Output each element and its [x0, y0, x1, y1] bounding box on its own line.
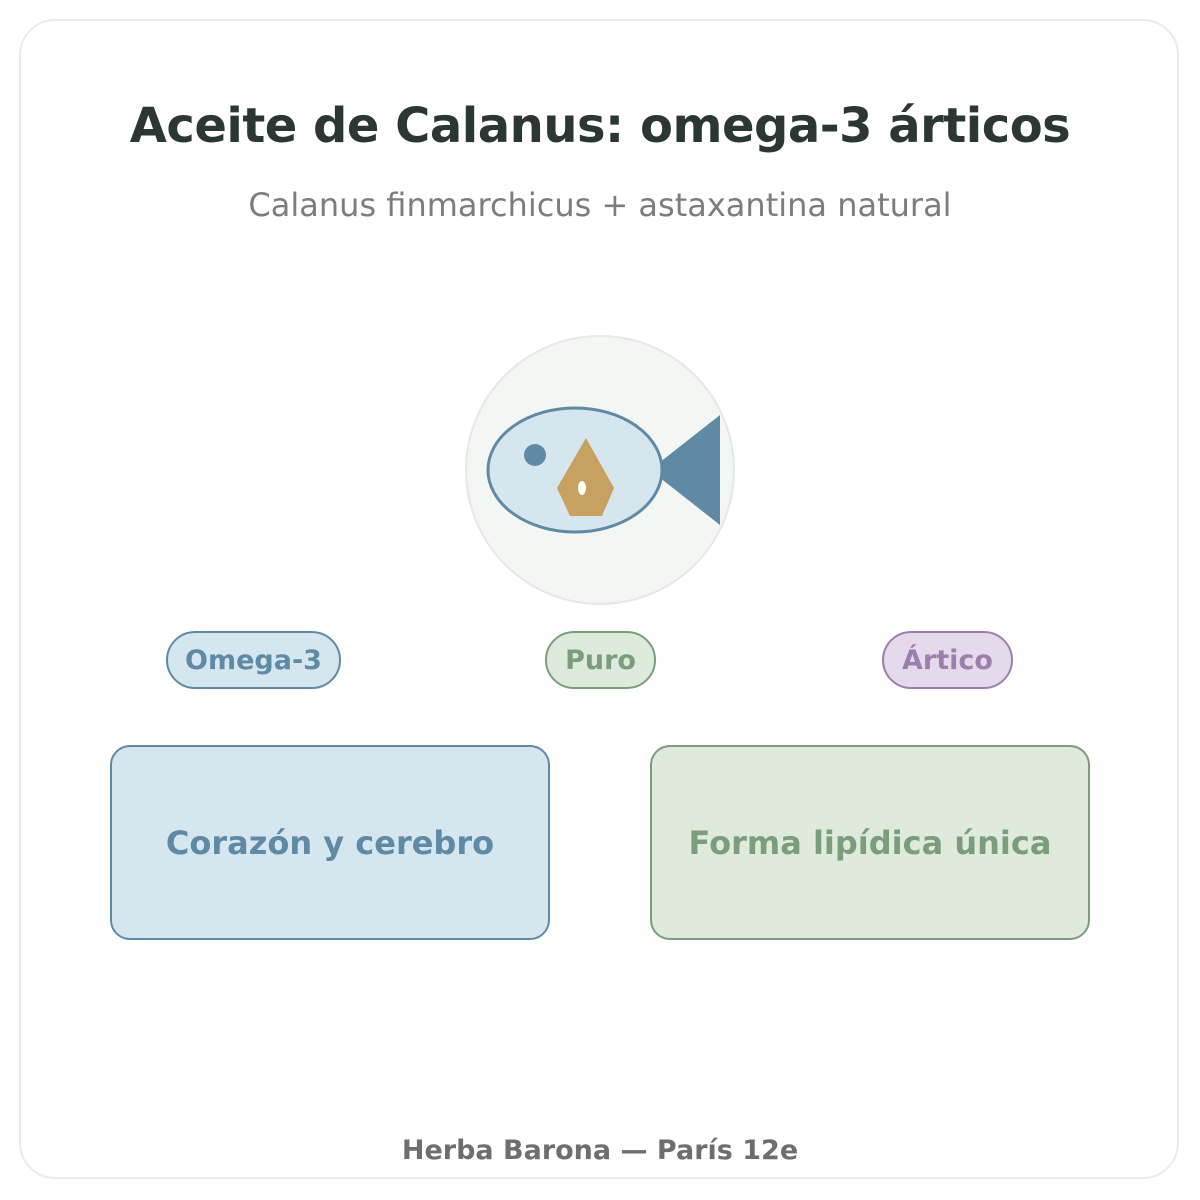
tag-artico: Ártico [882, 631, 1013, 689]
page-title: Aceite de Calanus: omega-3 árticos [129, 98, 1071, 154]
page-subtitle: Calanus finmarchicus + astaxantina natur… [248, 186, 952, 224]
drop-icon [557, 438, 614, 516]
benefit-box-lipid-form: Forma lipídica única [650, 745, 1090, 940]
tag-puro: Puro [545, 631, 656, 689]
tag-omega-3: Omega-3 [166, 631, 341, 689]
fish-eye-icon [524, 444, 546, 466]
benefit-box-heart-brain: Corazón y cerebro [110, 745, 550, 940]
footer-text: Herba Barona — París 12e [401, 1135, 799, 1166]
